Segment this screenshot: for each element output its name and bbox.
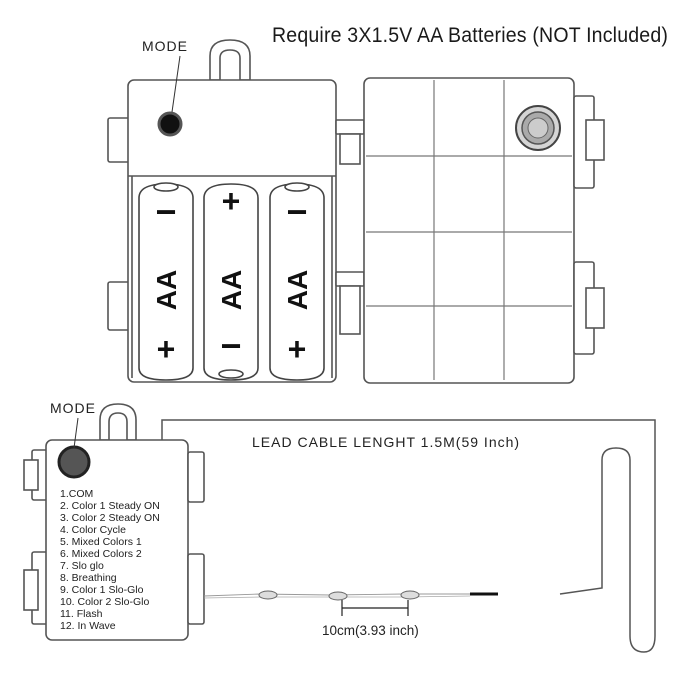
led-bulb-1 bbox=[258, 590, 278, 600]
led-bulb-3 bbox=[400, 590, 420, 600]
box-left-side-clip-2 bbox=[107, 281, 131, 331]
mode-button-bottom[interactable] bbox=[57, 445, 91, 479]
battery-3-label: AA bbox=[282, 270, 313, 310]
mode-list-item: 10. Color 2 Slo-Glo bbox=[60, 596, 150, 608]
mode-label-bottom: MODE bbox=[50, 400, 96, 416]
mode-list-item: 3. Color 2 Steady ON bbox=[60, 512, 160, 524]
bulb-spacing-label: 10cm(3.93 inch) bbox=[322, 623, 419, 638]
battery-2 bbox=[203, 183, 259, 381]
lower-right-clip-1 bbox=[187, 451, 205, 503]
battery-1 bbox=[138, 183, 194, 381]
mode-list-item: 9. Color 1 Slo-Glo bbox=[60, 584, 144, 596]
battery-3-bottom-sign: + bbox=[288, 331, 307, 367]
hinge-2 bbox=[335, 271, 365, 287]
lower-right-clip-2 bbox=[187, 553, 205, 625]
mode-list-item: 12. In Wave bbox=[60, 620, 116, 632]
battery-2-label: AA bbox=[216, 270, 247, 310]
mode-list-item: 4. Color Cycle bbox=[60, 524, 126, 536]
mode-list-item: 6. Mixed Colors 2 bbox=[60, 548, 142, 560]
hanging-loop-top bbox=[209, 39, 251, 81]
mode-list-item: 2. Color 1 Steady ON bbox=[60, 500, 160, 512]
battery-3-top-sign: − bbox=[286, 191, 307, 232]
mode-list-item: 11. Flash bbox=[60, 608, 103, 620]
spacing-dimension bbox=[341, 600, 409, 616]
led-bulb-2 bbox=[328, 591, 348, 601]
cable-length-label: LEAD CABLE LENGHT 1.5M(59 Inch) bbox=[252, 434, 521, 450]
lower-box-body bbox=[45, 439, 189, 641]
mode-list-item: 7. Slo glo bbox=[60, 560, 104, 572]
battery-2-top-sign: + bbox=[222, 183, 241, 219]
battery-3 bbox=[269, 183, 325, 381]
battery-1-label: AA bbox=[151, 270, 182, 310]
mode-list-item: 1.COM bbox=[60, 488, 94, 500]
mode-list-item: 8. Breathing bbox=[60, 572, 117, 584]
mode-button-top[interactable] bbox=[157, 111, 183, 137]
hanging-loop-bottom bbox=[99, 403, 137, 441]
hinge-1 bbox=[335, 119, 365, 135]
battery-2-bottom-sign: − bbox=[220, 325, 241, 366]
mode-list-item: 5. Mixed Colors 1 bbox=[60, 536, 142, 548]
battery-1-bottom-sign: + bbox=[157, 331, 176, 367]
lead-cable bbox=[161, 419, 656, 653]
mode-label-top: MODE bbox=[142, 38, 188, 54]
box-left-side-clip-1 bbox=[107, 117, 131, 163]
mode-list: 1.COM 2. Color 1 Steady ON 3. Color 2 St… bbox=[60, 488, 160, 632]
battery-1-top-sign: − bbox=[155, 191, 176, 232]
lid-body bbox=[363, 77, 575, 384]
header-title: Require 3X1.5V AA Batteries (NOT Include… bbox=[272, 24, 669, 47]
